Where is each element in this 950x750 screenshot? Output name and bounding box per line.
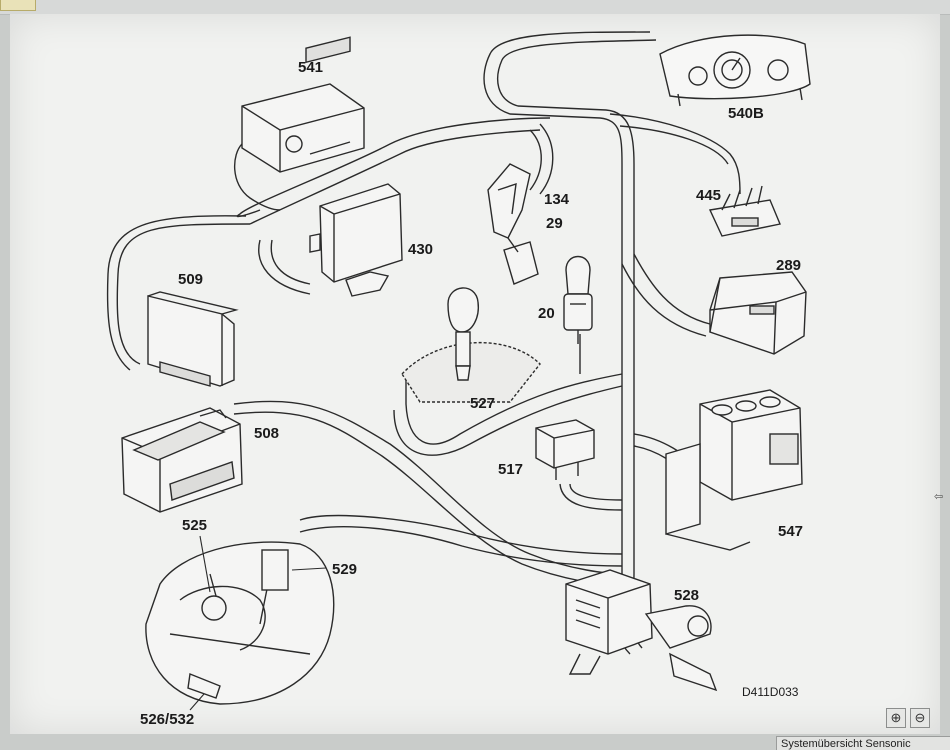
harness-289-a	[633, 253, 711, 325]
label-525: 525	[182, 517, 207, 534]
relay-517	[535, 419, 595, 480]
system-diagram: 541 540B 445 134 29 430 509 289 20 527 5…	[106, 31, 811, 728]
leader-lines	[189, 535, 327, 711]
harness-508-a	[233, 400, 623, 575]
control-unit-430	[309, 183, 403, 297]
zoom-out-icon: ⊖	[914, 710, 926, 725]
harness-430-b	[270, 239, 311, 285]
window-top-strip	[0, 0, 950, 15]
label-445: 445	[696, 187, 721, 204]
label-20: 20	[538, 305, 555, 322]
transmission-assembly-525	[145, 541, 335, 705]
harness-508-b	[233, 411, 623, 587]
status-bar: Systemübersicht Sensonic	[776, 736, 950, 750]
diagnostic-connector-445	[708, 185, 781, 237]
harness-509-a	[116, 223, 251, 365]
harness-541-b	[249, 129, 541, 225]
harness-445-a	[609, 113, 741, 195]
label-508: 508	[254, 425, 279, 442]
radio-unit-541	[241, 36, 365, 173]
figure-code: D411D033	[742, 685, 799, 699]
window-tab[interactable]	[0, 0, 36, 11]
label-527: 527	[470, 395, 495, 412]
label-528: 528	[674, 587, 699, 604]
label-547: 547	[778, 523, 803, 540]
control-unit-289	[709, 271, 807, 355]
label-529: 529	[332, 561, 357, 578]
zoom-out-button[interactable]: ⊖	[910, 708, 930, 728]
label-517: 517	[498, 461, 523, 478]
label-430: 430	[408, 241, 433, 258]
label-526-532: 526/532	[140, 711, 194, 728]
label-540B: 540B	[728, 105, 764, 122]
control-unit-509	[147, 291, 239, 387]
harness-517-b	[559, 483, 623, 511]
label-289: 289	[776, 257, 801, 274]
actuator-529	[261, 549, 289, 591]
harness-529-b	[299, 526, 623, 567]
harness-529-a	[299, 514, 623, 555]
harness-517-a	[569, 483, 623, 501]
ignition-switch-20	[563, 255, 593, 344]
harness-509-b	[106, 215, 247, 371]
label-541: 541	[298, 59, 323, 76]
harness-445-b	[619, 125, 729, 165]
harness-430-a	[258, 239, 311, 295]
label-29: 29	[546, 215, 563, 232]
transmission-control-unit-508	[121, 407, 243, 513]
status-text: Systemübersicht Sensonic	[781, 738, 911, 750]
label-134: 134	[544, 191, 570, 208]
harness-527-a	[405, 373, 623, 445]
pedal-switch-134-29	[487, 163, 539, 285]
hydraulic-unit-547	[665, 389, 803, 551]
scroll-arrow-icon[interactable]: ⇦	[934, 491, 944, 503]
harness-134-b	[529, 129, 542, 191]
harness-134-a	[539, 123, 554, 195]
harness-527-b	[393, 385, 623, 456]
harness-289-b	[621, 263, 707, 337]
harness-trunk-a	[483, 31, 651, 655]
clutch-actuator-528	[565, 569, 718, 692]
instrument-cluster-540B	[659, 34, 811, 107]
diagram-sheet: 541 540B 445 134 29 430 509 289 20 527 5…	[10, 14, 940, 734]
zoom-in-icon: ⊕	[890, 710, 902, 725]
harness-541-loop	[233, 143, 281, 211]
gear-lever-527	[401, 287, 541, 403]
label-509: 509	[178, 271, 203, 288]
zoom-in-button[interactable]: ⊕	[886, 708, 906, 728]
